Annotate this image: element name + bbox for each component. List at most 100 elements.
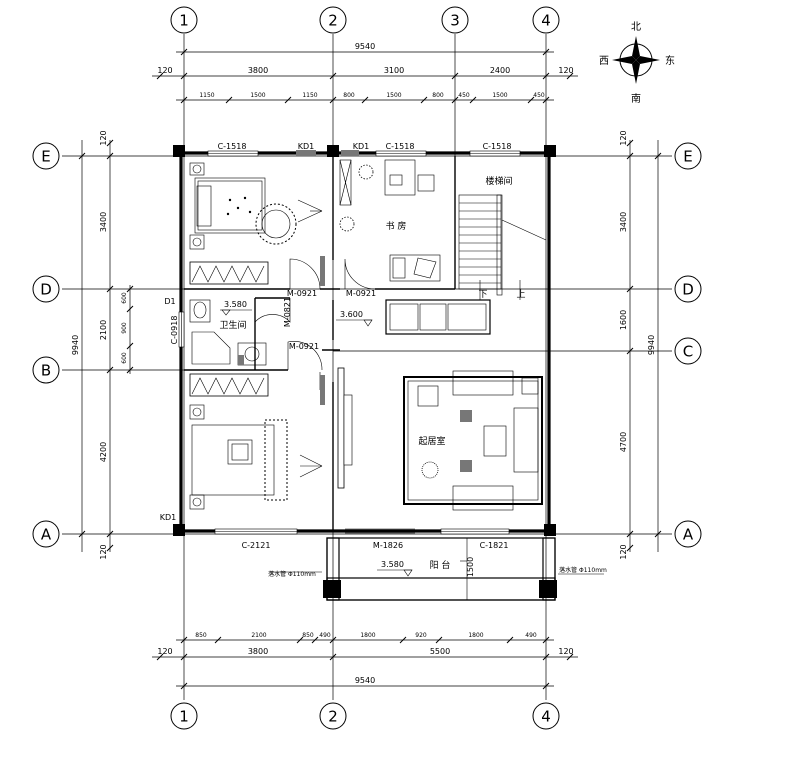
furniture-bedroom-north xyxy=(189,162,323,285)
axis-bubble-right-d: D xyxy=(674,275,702,303)
walls xyxy=(173,145,556,536)
svg-text:A: A xyxy=(683,526,694,544)
svg-text:920: 920 xyxy=(415,632,427,639)
svg-text:3400: 3400 xyxy=(99,212,108,232)
furniture-bedroom-south xyxy=(189,373,323,510)
dimensions-top: 9540 120 3800 3100 2400 120 1150 1500 11… xyxy=(152,42,578,104)
svg-text:4200: 4200 xyxy=(99,442,108,462)
svg-text:120: 120 xyxy=(619,544,628,559)
svg-text:5500: 5500 xyxy=(430,647,450,656)
compass-rose: 北 南 西 东 xyxy=(599,21,675,105)
svg-text:9540: 9540 xyxy=(355,42,375,51)
level-balcony: 3.580 xyxy=(381,560,404,569)
balcony-depth: 1500 xyxy=(466,557,475,577)
svg-text:450: 450 xyxy=(458,92,470,99)
svg-text:1800: 1800 xyxy=(360,632,375,639)
compass-west: 西 xyxy=(599,56,609,67)
dimensions-bottom: 850 2100 850 490 1800 920 1800 490 120 3… xyxy=(152,632,578,690)
window-code: C-1518 xyxy=(218,142,247,151)
window-code: C-0918 xyxy=(170,316,179,345)
axis-bubble-bottom-2: 2 xyxy=(319,702,347,730)
level-hall: 3.600 xyxy=(340,310,363,319)
axis-bubble-bottom-1: 1 xyxy=(170,702,198,730)
axis-bubble-left-d: D xyxy=(32,275,60,303)
svg-text:4: 4 xyxy=(541,12,551,30)
level-bath: 3.580 xyxy=(224,300,247,309)
window-code: C-2121 xyxy=(242,541,271,550)
axis-bubble-left-a: A xyxy=(32,520,60,548)
svg-text:C: C xyxy=(683,343,693,361)
room-living-label: 起居室 xyxy=(418,435,445,447)
svg-text:9540: 9540 xyxy=(355,676,375,685)
axis-bubble-top-4: 4 xyxy=(532,6,560,34)
svg-text:3400: 3400 xyxy=(619,212,628,232)
svg-text:3800: 3800 xyxy=(248,647,268,656)
room-stair-label: 楼梯间 xyxy=(485,175,512,187)
svg-text:800: 800 xyxy=(343,92,355,99)
svg-text:800: 800 xyxy=(432,92,444,99)
axis-bubble-top-1: 1 xyxy=(170,6,198,34)
svg-text:E: E xyxy=(683,148,692,166)
axis-bubble-left-b: B xyxy=(32,356,60,384)
opening-code: KD1 xyxy=(160,513,177,522)
svg-text:1: 1 xyxy=(179,708,189,726)
door-code: M-0921 xyxy=(287,289,317,298)
furniture-living xyxy=(403,370,543,511)
window-code: D1 xyxy=(164,297,175,306)
axis-bubble-left-e: E xyxy=(32,142,60,170)
door-code: M-0921 xyxy=(289,342,319,351)
room-labels: 书 房 楼梯间 卫生间 起居室 阳 台 下 上 xyxy=(219,175,525,571)
window-code: C-1821 xyxy=(480,541,509,550)
room-bath-label: 卫生间 xyxy=(219,319,246,331)
svg-text:850: 850 xyxy=(302,632,314,639)
svg-text:600: 600 xyxy=(121,352,128,364)
svg-text:4700: 4700 xyxy=(619,432,628,452)
axis-bubble-bottom-4: 4 xyxy=(532,702,560,730)
door-code: M-0921 xyxy=(346,289,376,298)
svg-text:1500: 1500 xyxy=(492,92,507,99)
svg-text:2: 2 xyxy=(328,708,338,726)
svg-text:E: E xyxy=(41,148,50,166)
svg-text:4: 4 xyxy=(541,708,551,726)
svg-text:1800: 1800 xyxy=(468,632,483,639)
furniture-hall xyxy=(337,299,491,489)
axis-bubble-right-c: C xyxy=(674,337,702,365)
compass-east: 东 xyxy=(665,54,675,67)
stair-down-label: 下 xyxy=(478,290,487,300)
svg-text:450: 450 xyxy=(533,92,545,99)
balcony xyxy=(323,537,557,601)
svg-text:3100: 3100 xyxy=(384,66,404,75)
svg-text:2400: 2400 xyxy=(490,66,510,75)
opening-code: KD1 xyxy=(353,142,370,151)
furniture-bathroom xyxy=(189,299,267,366)
svg-text:A: A xyxy=(41,526,52,544)
svg-text:900: 900 xyxy=(121,322,128,334)
svg-text:2100: 2100 xyxy=(251,632,266,639)
svg-text:1150: 1150 xyxy=(302,92,317,99)
svg-text:D: D xyxy=(682,281,694,299)
dimensions-right: 120 3400 1600 4700 120 9940 xyxy=(619,130,662,560)
svg-text:850: 850 xyxy=(195,632,207,639)
room-study-label: 书 房 xyxy=(386,220,407,232)
windows xyxy=(178,150,521,535)
svg-text:2: 2 xyxy=(328,12,338,30)
svg-text:3: 3 xyxy=(450,12,460,30)
drain-note: 落水管 Φ110mm xyxy=(559,566,607,574)
svg-text:B: B xyxy=(41,362,51,380)
svg-text:9940: 9940 xyxy=(71,335,80,355)
svg-text:2100: 2100 xyxy=(99,320,108,340)
svg-text:120: 120 xyxy=(558,66,573,75)
svg-text:1: 1 xyxy=(179,12,189,30)
svg-text:490: 490 xyxy=(319,632,331,639)
door-code: M-0821 xyxy=(283,297,292,327)
room-balcony-label: 阳 台 xyxy=(430,559,451,571)
dimensions-left: 9940 120 3400 2100 4200 120 600 900 600 xyxy=(71,130,134,560)
svg-text:120: 120 xyxy=(157,66,172,75)
axis-bubble-top-3: 3 xyxy=(441,6,469,34)
furniture-study xyxy=(339,159,441,282)
doors xyxy=(254,256,415,534)
svg-text:120: 120 xyxy=(99,544,108,559)
axis-bubble-right-a: A xyxy=(674,520,702,548)
window-code: C-1518 xyxy=(386,142,415,151)
